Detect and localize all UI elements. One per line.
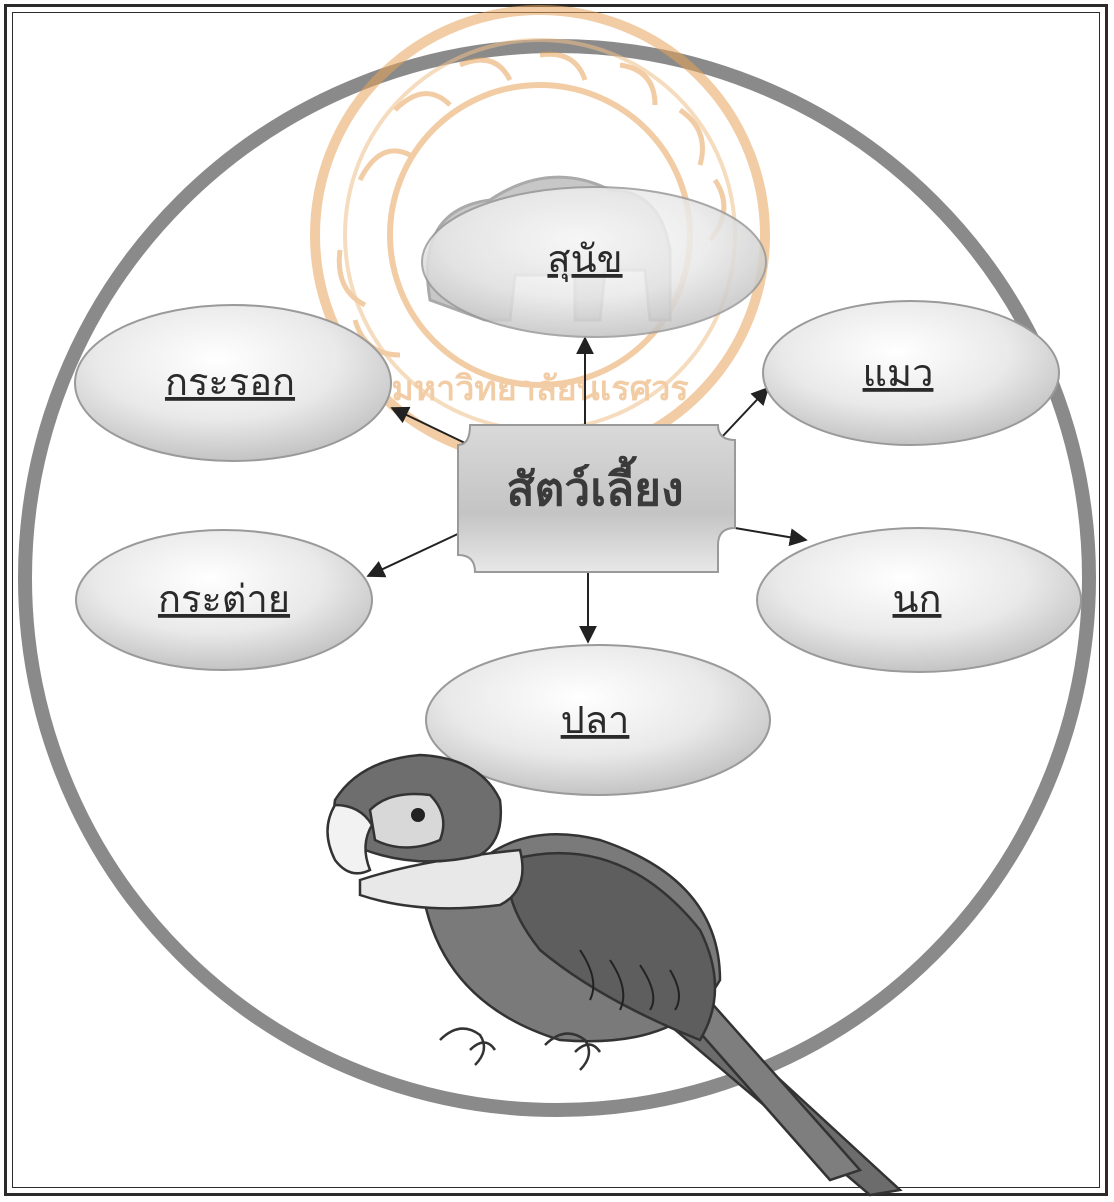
arrow-to-rabbit xyxy=(366,531,463,578)
parrot-icon xyxy=(326,753,903,1197)
outer-ring xyxy=(18,39,1096,1117)
arrow-to-bird xyxy=(734,527,808,547)
node-squirrel: กระรอก xyxy=(74,304,392,462)
node-label-squirrel: กระรอก xyxy=(165,360,295,404)
node-label-cat: แมว xyxy=(863,351,934,395)
node-label-fish: ปลา xyxy=(561,698,630,742)
node-label-bird: นก xyxy=(893,577,942,621)
node-cat: แมว xyxy=(762,300,1060,446)
node-fish: ปลา xyxy=(425,644,771,796)
node-label-dog: สุนัข xyxy=(547,237,622,282)
node-label-rabbit: กระต่าย xyxy=(158,577,290,621)
center-label: สัตว์เลี้ยง xyxy=(506,455,683,516)
node-bird: นก xyxy=(756,527,1082,673)
node-rabbit: กระต่าย xyxy=(75,529,373,671)
outer-frame xyxy=(4,4,1108,1196)
center-node: สัตว์เลี้ยง xyxy=(457,424,736,573)
seal-text: มหาวิทยาลัยนเรศวร xyxy=(391,369,689,409)
node-dog: สุนัข xyxy=(421,186,767,338)
